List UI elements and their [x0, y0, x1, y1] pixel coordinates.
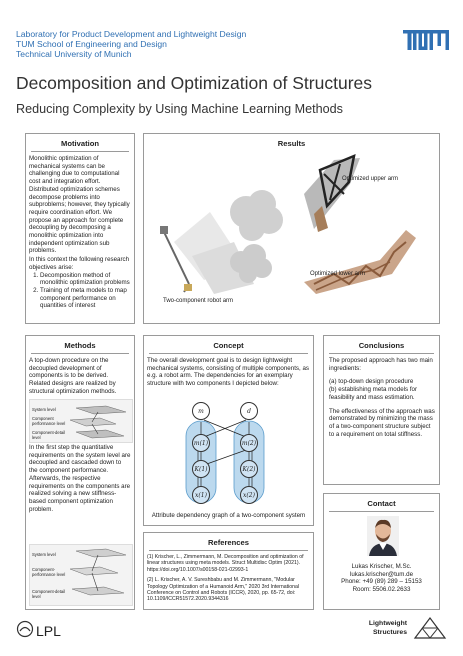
- motivation-heading: Motivation: [61, 139, 99, 148]
- lw-line1: Lightweight: [368, 620, 407, 627]
- diagram2-performance-label: Component-performance level: [32, 567, 66, 577]
- optimized-lower-arm-icon: [304, 230, 416, 294]
- objective-item: Decomposition method of monolithic optim…: [40, 272, 131, 287]
- diagram1-system-label: System level: [32, 407, 56, 412]
- contact-email[interactable]: lukas.krischer@tum.de: [349, 570, 414, 578]
- motivation-box: Motivation Monolithic optimization of me…: [25, 133, 135, 324]
- contact-details: Lukas Krischer, M.Sc. lukas.krischer@tum…: [324, 563, 439, 594]
- diagram2-detail-label: Component-detail level: [32, 589, 66, 599]
- contact-heading: Contact: [367, 499, 396, 508]
- poster-subtitle: Reducing Complexity by Using Machine Lea…: [16, 102, 343, 116]
- optimized-upper-arm-icon: [304, 153, 360, 232]
- planes-icon: [69, 548, 127, 596]
- node-m1: m(1): [192, 434, 210, 452]
- dependency-graph: m d m(1) m(2) K(1) K(2) x(1) x(2): [150, 390, 308, 512]
- planes-icon: [69, 405, 127, 439]
- diagram2-system-label: System level: [32, 552, 56, 557]
- robot-arm-label: Two-component robot arm: [163, 298, 234, 304]
- concept-text: The overall development goal is to desig…: [147, 357, 309, 388]
- avatar: [367, 516, 399, 556]
- methods-para1: A top-down procedure on the decoupled de…: [29, 357, 117, 395]
- node-d: d: [240, 402, 258, 420]
- concept-box: Concept The overall development goal is …: [143, 335, 314, 526]
- graph-edges: [185, 419, 265, 504]
- tum-logo-icon: [403, 30, 449, 50]
- reference-item: (1) Krischer, L., Zimmermann, M. Decompo…: [147, 554, 304, 573]
- node-x1: x(1): [192, 486, 210, 504]
- lpl-logo-text: LPL: [36, 623, 61, 639]
- graph-caption: Attribute dependency graph of a two-comp…: [151, 512, 306, 519]
- diagram1-detail-label: Component-detail level: [32, 430, 66, 440]
- university-name: Technical University of Munich: [16, 49, 132, 59]
- methods-heading: Methods: [64, 341, 96, 350]
- conclusions-box: Conclusions The proposed approach has tw…: [323, 335, 440, 485]
- lightweight-structures-label: Lightweight Structures: [369, 620, 407, 637]
- methods-diagram-1: System level Component performance level…: [29, 399, 133, 443]
- contact-box: Contact Lukas Krischer, M.Sc. lukas.kris…: [323, 493, 440, 610]
- references-heading: References: [208, 538, 249, 547]
- contact-name: Lukas Krischer, M.Sc.: [351, 563, 412, 570]
- references-box: References (1) Krischer, L., Zimmermann,…: [143, 532, 314, 610]
- lower-arm-label: Optimized lower arm: [310, 271, 366, 277]
- motivation-para2: In this context the following research o…: [29, 256, 130, 271]
- diagram1-performance-label: Component performance level: [32, 416, 66, 426]
- motivation-para1: Monolithic optimization of mechanical sy…: [29, 155, 130, 255]
- poster-title: Decomposition and Optimization of Struct…: [16, 73, 372, 93]
- contact-room: Room: 5506.02.2633: [352, 586, 411, 594]
- node-x2: x(2): [240, 486, 258, 504]
- node-m: m: [192, 402, 210, 420]
- design-space-cloud-upper: [230, 190, 283, 241]
- conclusions-item-b: (b) establishing meta models for feasibi…: [329, 386, 418, 401]
- results-illustration: [160, 153, 416, 294]
- methods-box: Methods A top-down procedure on the deco…: [25, 335, 135, 610]
- conclusions-heading: Conclusions: [358, 341, 405, 350]
- conclusions-text: The proposed approach has two main ingre…: [329, 357, 437, 438]
- lightweight-structures-logo-icon: [413, 617, 447, 639]
- lpl-logo-icon: [16, 620, 34, 638]
- results-box: Results Op: [143, 133, 440, 324]
- methods-para2: In the first step the quantitative requi…: [29, 444, 131, 513]
- references-list: (1) Krischer, L., Zimmermann, M. Decompo…: [147, 554, 311, 603]
- contact-phone: Phone: +49 (89) 289 – 15153: [341, 578, 422, 586]
- design-space-cloud-lower: [230, 244, 272, 283]
- conclusions-para1: The proposed approach has two main ingre…: [329, 357, 433, 372]
- objective-item: Training of meta models to map component…: [40, 287, 131, 310]
- methods-diagram-2: System level Component-performance level…: [29, 544, 133, 606]
- motivation-text: Monolithic optimization of mechanical sy…: [29, 155, 131, 310]
- lw-line2: Structures: [373, 628, 407, 636]
- lab-name: Laboratory for Product Development and L…: [16, 29, 247, 39]
- reference-item: (2) L. Krischer, A. V. Sureshbabu and M.…: [147, 577, 300, 603]
- node-k1: K(1): [192, 460, 210, 478]
- node-k2: K(2): [240, 460, 258, 478]
- results-heading: Results: [277, 139, 306, 148]
- conclusions-para3: The effectiveness of the approach was de…: [329, 407, 435, 438]
- conclusions-item-a: (a) top-down design procedure: [329, 378, 414, 386]
- school-name: TUM School of Engineering and Design: [16, 39, 167, 49]
- concept-heading: Concept: [213, 341, 244, 350]
- upper-arm-label: Optimized upper arm: [342, 176, 399, 182]
- node-m2: m(2): [240, 434, 258, 452]
